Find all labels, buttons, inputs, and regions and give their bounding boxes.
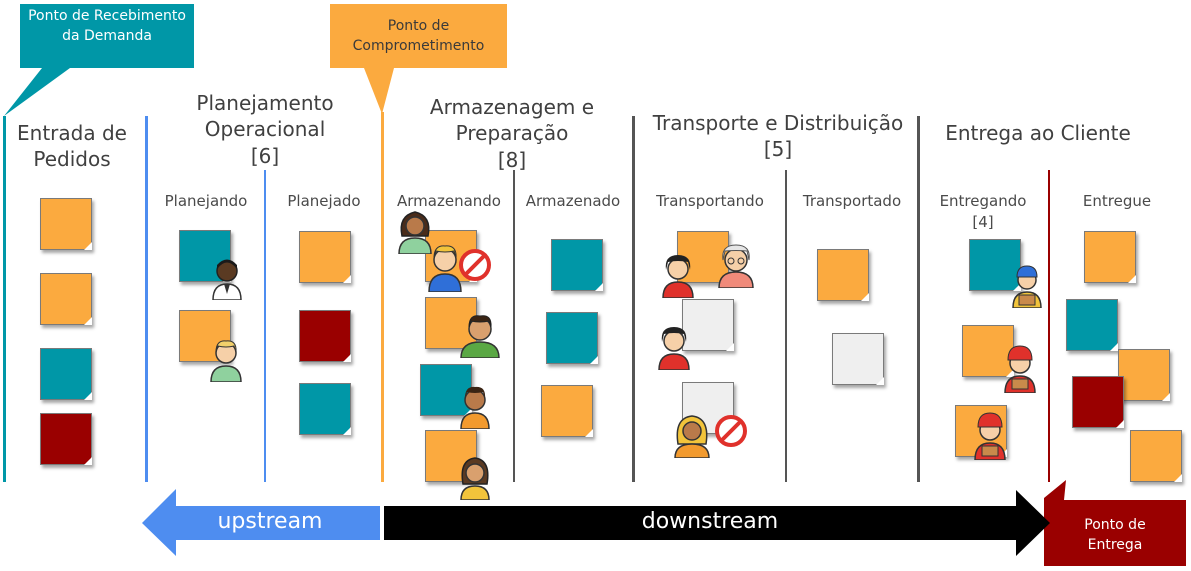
card-red[interactable] — [40, 413, 92, 465]
planning-left-line — [145, 116, 148, 482]
subcol-entregando-wip: [4] — [972, 213, 994, 231]
card-orange[interactable] — [817, 249, 869, 301]
subcol-planejado: Planejado — [287, 192, 361, 210]
upstream-arrow — [142, 489, 380, 556]
stage-title-transporte: Transporte e Distribuição — [652, 111, 904, 135]
person-icon — [658, 327, 690, 370]
person-icon — [210, 340, 242, 382]
commitment-callout-shape — [330, 4, 507, 114]
card-red[interactable] — [299, 310, 351, 362]
card-teal[interactable] — [299, 383, 351, 435]
subcol-transportado: Transportado — [802, 192, 902, 210]
delivery-person-icon — [1012, 265, 1042, 308]
subcol-planejando: Planejando — [164, 192, 248, 210]
stage-title-armazenagem: Armazenagem e Preparação — [429, 95, 595, 145]
card-orange[interactable] — [40, 273, 92, 325]
subcol-entregue: Entregue — [1082, 192, 1152, 210]
demand-callout-text: Ponto de Recebimento da Demanda — [28, 8, 186, 44]
card-teal[interactable] — [1066, 299, 1118, 351]
blocked-icon — [715, 415, 747, 447]
card-gray[interactable] — [682, 299, 734, 351]
upstream-label: upstream — [217, 509, 323, 534]
person-icon — [460, 315, 500, 358]
stage-title-planejamento: Planejamento Operacional — [196, 91, 334, 141]
downstream-label: downstream — [641, 509, 779, 534]
commitment-line — [381, 112, 384, 482]
card-red[interactable] — [1072, 376, 1124, 428]
delivery-person-icon — [1004, 345, 1036, 393]
person-icon — [398, 211, 432, 254]
person-icon — [212, 259, 242, 300]
card-teal[interactable] — [969, 239, 1021, 291]
card-teal[interactable] — [546, 312, 598, 364]
person-icon — [428, 245, 462, 292]
card-orange[interactable] — [425, 297, 477, 349]
person-icon — [674, 415, 710, 458]
delivery-left-line — [917, 116, 920, 482]
delivery-callout-text: Ponto de Entrega — [1084, 517, 1146, 553]
stage-title-entrada: Entrada de Pedidos — [17, 121, 127, 171]
demand-line — [3, 116, 6, 482]
card-orange[interactable] — [40, 198, 92, 250]
card-orange[interactable] — [1118, 349, 1170, 401]
subcol-transportando: Transportando — [656, 192, 764, 210]
person-icon — [460, 386, 490, 429]
planning-split-line — [264, 170, 266, 482]
storage-split-line — [513, 170, 515, 482]
downstream-arrow — [384, 490, 1050, 556]
delivery-person-icon — [974, 412, 1006, 460]
person-icon — [662, 255, 694, 298]
transport-left-line — [632, 116, 635, 482]
card-orange[interactable] — [541, 385, 593, 437]
card-teal[interactable] — [40, 348, 92, 400]
commitment-callout-text: Ponto de Comprometimento — [352, 18, 485, 54]
card-gray[interactable] — [832, 333, 884, 385]
stage-wip-planejamento: [6] — [250, 144, 280, 168]
card-orange[interactable] — [962, 325, 1014, 377]
delivery-callout-shape — [1044, 480, 1186, 566]
card-orange[interactable] — [1084, 231, 1136, 283]
card-orange[interactable] — [299, 231, 351, 283]
transport-split-line — [785, 170, 787, 482]
card-orange[interactable] — [1130, 430, 1182, 482]
subcol-entregando: Entregando — [939, 192, 1027, 210]
stage-wip-transporte: [5] — [763, 137, 793, 161]
subcol-armazenando: Armazenando — [397, 192, 501, 210]
delivery-split-line — [1048, 170, 1050, 482]
person-icon — [460, 457, 490, 500]
stage-wip-armazenagem: [8] — [497, 148, 527, 172]
card-teal[interactable] — [551, 239, 603, 291]
stage-title-entrega: Entrega ao Cliente — [945, 121, 1131, 145]
person-icon — [718, 244, 754, 288]
blocked-icon — [459, 249, 491, 281]
card-teal[interactable] — [420, 364, 472, 416]
subcol-armazenado: Armazenado — [525, 192, 621, 210]
demand-callout-shape — [4, 4, 194, 116]
